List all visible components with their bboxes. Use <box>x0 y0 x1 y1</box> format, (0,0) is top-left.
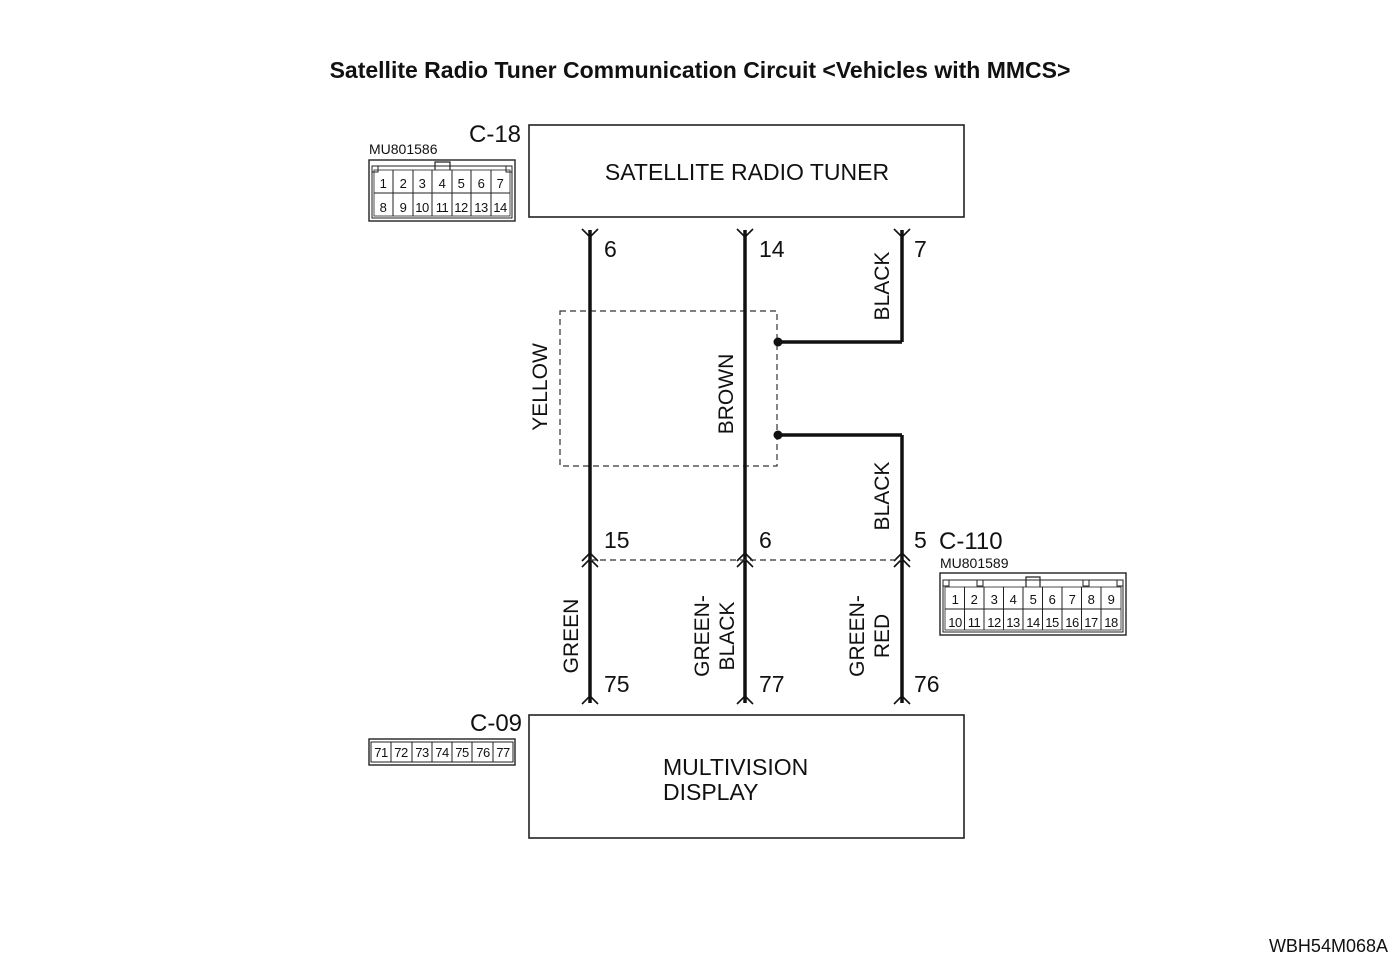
c110-pin-2: 2 <box>971 592 978 607</box>
wire-2 <box>736 228 754 705</box>
satellite-radio-tuner-label: SATELLITE RADIO TUNER <box>605 159 889 185</box>
diagram-title: Satellite Radio Tuner Communication Circ… <box>330 57 1071 83</box>
c110-pin-11: 11 <box>968 615 981 630</box>
c18-pin-7: 7 <box>497 176 504 191</box>
tuner-pin-14: 14 <box>759 236 785 262</box>
c110-pin-18: 18 <box>1104 615 1118 630</box>
shield-dashed-box <box>559 310 778 467</box>
c110-pin-9: 9 <box>1108 592 1115 607</box>
display-pin-77: 77 <box>759 671 785 697</box>
connector-c18-part-number: MU801586 <box>369 141 438 157</box>
c18-pin-3: 3 <box>419 176 426 191</box>
c110-pin-17: 17 <box>1084 615 1098 630</box>
c09-pin-72: 72 <box>394 745 408 760</box>
c18-pin-12: 12 <box>454 200 468 215</box>
c110-pin-10: 10 <box>948 615 962 630</box>
c18-pin-1: 1 <box>380 176 387 191</box>
wire-color-green-red-1: GREEN- <box>846 595 869 677</box>
connector-c110-part-number: MU801589 <box>940 555 1009 571</box>
c18-pin-5: 5 <box>458 176 465 191</box>
junction-pin-6: 6 <box>759 527 772 553</box>
c09-pin-71: 71 <box>374 745 388 760</box>
c110-pin-1: 1 <box>952 592 959 607</box>
c110-pin-13: 13 <box>1006 615 1020 630</box>
wire-color-green-black-1: GREEN- <box>691 595 714 677</box>
figure-code: WBH54M068A <box>1269 936 1388 956</box>
wire-color-green: GREEN <box>560 599 583 674</box>
c110-pin-4: 4 <box>1010 592 1017 607</box>
connector-c110-label: C-110 <box>939 528 1003 555</box>
connector-c18-label: C-18 <box>469 121 521 148</box>
c18-pin-2: 2 <box>400 176 407 191</box>
wire-color-green-red-2: RED <box>871 614 894 658</box>
display-pin-76: 76 <box>914 671 940 697</box>
multivision-display-label-2: DISPLAY <box>663 779 758 805</box>
tuner-pin-7: 7 <box>914 236 927 262</box>
c09-pin-76: 76 <box>476 745 490 760</box>
c18-pin-4: 4 <box>439 176 446 191</box>
connector-c110-face: 1 2 3 4 5 6 7 8 9 10 11 12 13 14 15 16 1… <box>939 572 1127 636</box>
c110-pin-5: 5 <box>1030 592 1037 607</box>
connector-c09-label: C-09 <box>470 710 522 737</box>
wire-3 <box>773 228 911 705</box>
c18-pin-6: 6 <box>478 176 485 191</box>
wire-color-yellow: YELLOW <box>529 343 552 431</box>
wire-color-black-upper: BLACK <box>871 252 894 321</box>
c110-pin-14: 14 <box>1026 615 1040 630</box>
junction-pin-5: 5 <box>914 527 927 553</box>
multivision-display-box <box>528 714 965 839</box>
junction-pin-15: 15 <box>604 527 630 553</box>
connector-c09-face: 71 72 73 74 75 76 77 <box>368 738 516 766</box>
c110-pin-15: 15 <box>1045 615 1059 630</box>
multivision-display-label-1: MULTIVISION <box>663 754 808 780</box>
c110-pin-12: 12 <box>987 615 1001 630</box>
c110-pin-8: 8 <box>1088 592 1095 607</box>
wire-1 <box>581 228 599 705</box>
connector-c18-face: 1 2 3 4 5 6 7 8 9 10 11 12 13 14 <box>368 159 516 222</box>
c09-pin-77: 77 <box>496 745 510 760</box>
display-pin-75: 75 <box>604 671 630 697</box>
wire-color-brown: BROWN <box>715 354 738 435</box>
c110-pin-16: 16 <box>1065 615 1079 630</box>
satellite-radio-tuner-box <box>528 124 965 218</box>
c09-pin-75: 75 <box>455 745 469 760</box>
c18-pin-8: 8 <box>380 200 387 215</box>
c18-pin-13: 13 <box>474 200 488 215</box>
c110-pin-3: 3 <box>991 592 998 607</box>
c18-pin-9: 9 <box>400 200 407 215</box>
c09-pin-74: 74 <box>435 745 449 760</box>
c09-pin-73: 73 <box>415 745 429 760</box>
c18-pin-10: 10 <box>415 200 429 215</box>
c110-pin-7: 7 <box>1069 592 1076 607</box>
wire-color-green-black-2: BLACK <box>716 602 739 671</box>
wire-color-black-lower: BLACK <box>871 462 894 531</box>
c18-pin-11: 11 <box>436 200 449 215</box>
c18-pin-14: 14 <box>493 200 507 215</box>
tuner-pin-6: 6 <box>604 236 617 262</box>
c110-pin-6: 6 <box>1049 592 1056 607</box>
